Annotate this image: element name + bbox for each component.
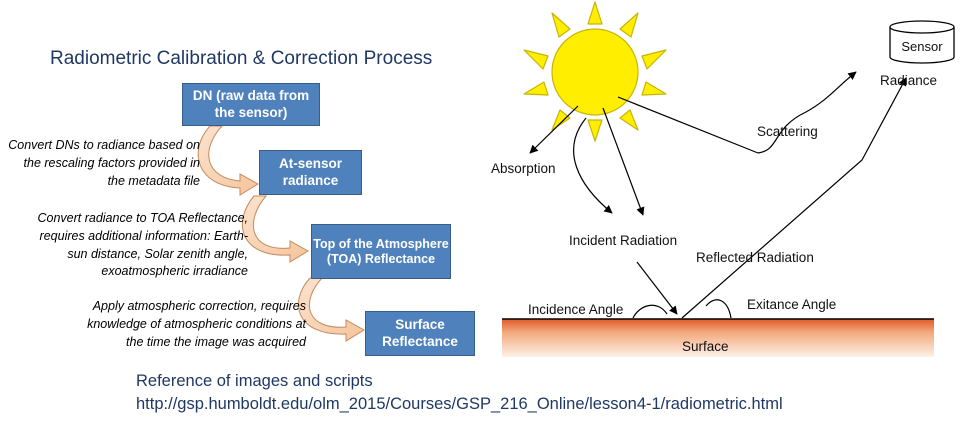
step-at-sensor-radiance: At-sensor radiance [259, 150, 362, 195]
note-line: requires additional information: Earth- [39, 228, 248, 243]
sun-icon [523, 1, 667, 142]
reflected-arrow [681, 77, 907, 319]
surface-ground [502, 319, 934, 357]
absorption-label: Absorption [491, 161, 556, 176]
scattering-label: Scattering [757, 124, 818, 139]
exitance-angle-arc [705, 299, 732, 319]
note-line: sun distance, Solar zenith angle, [67, 246, 248, 261]
reference-heading: Reference of images and scripts [136, 372, 373, 390]
step-toa-reflectance: Top of the Atmosphere (TOA) Reflectance [311, 224, 451, 279]
incident-arrow-straight [602, 107, 645, 216]
note-radiance-to-toa: Convert radiance to TOA Reflectance, req… [37, 210, 248, 281]
incidence-angle-label: Incidence Angle [528, 302, 623, 317]
reflected-radiation-label: Reflected Radiation [696, 250, 814, 265]
note-line: knowledge of atmospheric conditions at [87, 316, 306, 331]
scattering-arrow [757, 71, 857, 154]
incident-arrow-curved [573, 117, 613, 214]
note-line: exoatmospheric irradiance [101, 264, 248, 279]
note-line: Convert DNs to radiance based on [8, 138, 200, 152]
reference-url[interactable]: http://gsp.humboldt.edu/olm_2015/Courses… [136, 395, 783, 413]
note-line: the time the image was acquired [126, 334, 306, 349]
flow-arrows [197, 125, 365, 342]
exitance-angle-label: Exitance Angle [747, 297, 836, 312]
incidence-angle-arc [632, 304, 668, 319]
flow-arrow-2 [241, 195, 309, 263]
sensor-label: Sensor [901, 39, 943, 54]
flow-title: Radiometric Calibration & Correction Pro… [50, 48, 433, 69]
note-dn-to-radiance: Convert DNs to radiance based on the res… [8, 137, 200, 190]
absorption-arrow [529, 105, 579, 154]
note-line: Convert radiance to TOA Reflectance, [37, 211, 248, 225]
step-surface-reflectance: Surface Reflectance [365, 311, 475, 356]
scattering-ray [617, 96, 759, 154]
incident-to-surface-arrow [636, 261, 678, 315]
sensor-icon [889, 20, 955, 64]
step-dn-raw-data: DN (raw data from the sensor) [182, 83, 320, 126]
note-line: Apply atmospheric correction, requires [92, 299, 306, 313]
radiation-diagram: Sensor Absorption Incident Radiation Ref… [491, 1, 955, 357]
note-line: the metadata file [107, 173, 200, 188]
flow-arrow-1 [197, 125, 259, 196]
surface-label: Surface [682, 339, 729, 354]
radiance-label: Radiance [880, 73, 937, 88]
note-atmospheric-correction: Apply atmospheric correction, requires k… [87, 298, 306, 351]
note-line: the rescaling factors provided in [23, 155, 200, 170]
flow-arrow-3 [297, 277, 365, 342]
incident-radiation-label: Incident Radiation [569, 233, 677, 248]
